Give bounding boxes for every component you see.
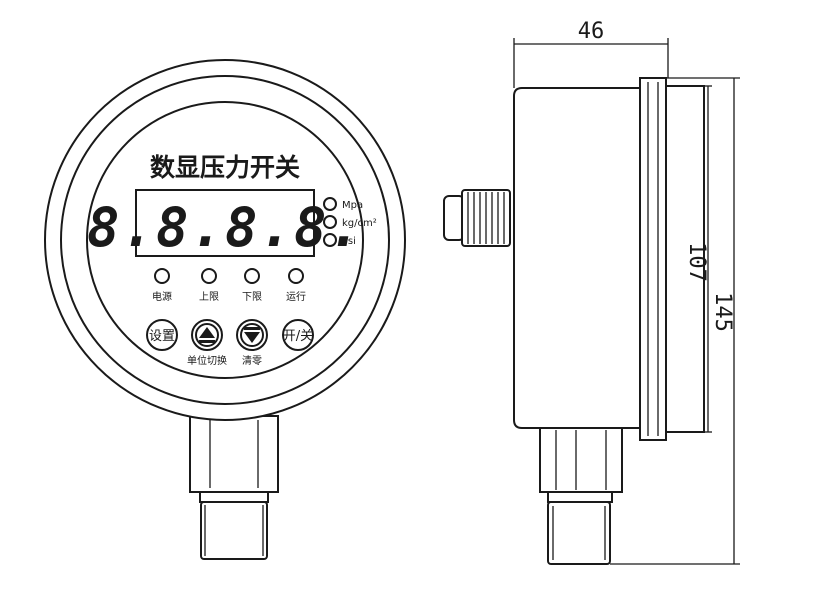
unit-label-psi: Psi [342,236,356,247]
side-view: 46 107 145 [443,19,740,565]
indicator-label-upper: 上限 [199,291,219,303]
front-fitting-collar [199,491,269,503]
indicator-led-upper [201,268,217,284]
zero-caption: 清零 [242,354,262,367]
indicator-led-power [154,268,170,284]
front-view: 数显压力开关 8.8.8.8. Mpa kg/cm² Psi 电源 上限 下限 … [44,59,406,560]
housing-body [513,87,641,429]
up-arrow-bar [199,340,215,343]
unit-label-mpa: Mpa [342,200,363,211]
led-display [135,189,315,257]
set-button[interactable]: 设置 [146,319,178,351]
dim-body-value: 107 [684,242,709,282]
unit-label-kgcm2: kg/cm² [342,218,377,229]
front-fitting-body [189,415,279,493]
front-title: 数显压力开关 [150,153,300,182]
dim-depth-value: 46 [578,19,605,44]
onoff-button-label: 开/关 [283,329,313,344]
side-thread [547,501,611,565]
down-button-inner [240,323,264,347]
unit-led-kgcm2 [323,215,337,229]
led-digits: 8.8.8.8. [87,196,363,259]
indicator-label-run: 运行 [286,290,306,303]
down-arrow-bar [244,327,260,330]
unit-led-mpa [323,197,337,211]
side-fitting-collar [547,491,613,503]
onoff-button[interactable]: 开/关 [282,319,314,351]
dial-face [86,101,364,379]
indicator-led-lower [244,268,260,284]
set-button-label: 设置 [149,329,175,344]
up-button[interactable] [191,319,223,351]
dim-total-value: 145 [710,292,735,332]
indicator-led-run [288,268,304,284]
indicator-label-lower: 下限 [242,291,262,303]
front-glass [665,85,705,433]
bezel-ring [639,77,667,441]
up-button-inner [195,323,219,347]
indicator-label-power: 电源 [152,290,172,303]
unit-switch-caption: 单位切换 [187,354,227,367]
dial-middle-ring [60,75,390,405]
down-arrow-icon [244,332,260,343]
down-button[interactable] [236,319,268,351]
up-arrow-icon [199,327,215,338]
front-thread [200,501,268,560]
cable-gland-knurl [467,192,505,244]
side-fitting-body [539,427,623,493]
dial-outer-ring [44,59,406,421]
unit-led-psi [323,233,337,247]
